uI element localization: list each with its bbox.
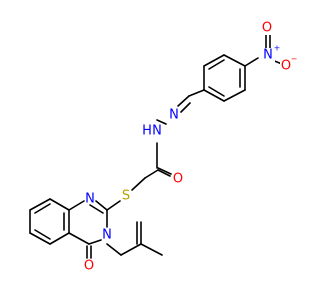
- nitro-nitrogen-charge: +: [274, 44, 281, 53]
- amide-oxygen-label: O: [173, 172, 183, 187]
- ring-oxygen-label: O: [84, 259, 94, 274]
- ring-nitrogen-3-label: N: [102, 228, 112, 243]
- hydrazide-hydrogen-label: H: [142, 124, 152, 139]
- thioacetohydrazide-chain: [106, 89, 205, 211]
- benzene-ring: [29, 198, 70, 245]
- methylallyl-group: [106, 221, 163, 256]
- nitro-oxygen-top-label: O: [262, 21, 272, 36]
- hydrazide-nitrogen-label: N: [152, 124, 162, 139]
- nitro-oxygen-charge: −: [291, 55, 298, 64]
- nitro-oxygen-minus-label: O: [281, 59, 291, 74]
- sulfur-label: S: [122, 189, 130, 204]
- pyrimidinone-ring: [68, 200, 108, 259]
- molecule-canvas: O N + O − N N H O S N N O: [29, 20, 298, 274]
- nitrophenyl-ring: [203, 54, 259, 102]
- imine-nitrogen-label: N: [169, 108, 179, 123]
- ring-nitrogen-1-label: N: [85, 192, 95, 207]
- nitro-nitrogen-label: N: [263, 48, 273, 63]
- molecule-diagram: O N + O − N N H O S N N O: [29, 21, 297, 274]
- atom-labels: O N + O − N N H O S N N O: [84, 21, 297, 274]
